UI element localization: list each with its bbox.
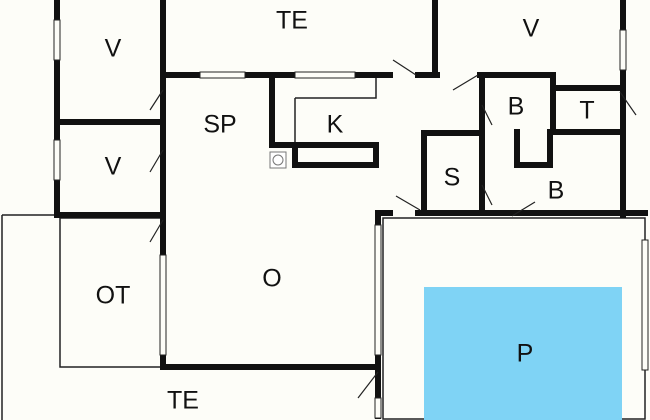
room-label-bedroom-top-left: V (105, 35, 122, 63)
doors (149, 59, 637, 399)
room-label-bedroom-top-right: V (523, 15, 540, 43)
windows (53, 19, 649, 419)
room-label-pool: P (517, 340, 534, 368)
stove-icon (269, 151, 287, 169)
room-label-dining: SP (203, 111, 236, 139)
room-label-bath-2: B (548, 177, 565, 205)
room-label-toilet: T (579, 97, 594, 125)
room-label-bedroom-mid-left: V (105, 153, 122, 181)
room-label-living: O (262, 265, 281, 293)
room-label-kitchen: K (327, 111, 344, 139)
room-label-sauna: S (444, 164, 461, 192)
room-label-terrace-top: TE (276, 7, 308, 35)
room-label-bath-1: B (508, 93, 525, 121)
room-label-utility: OT (96, 282, 131, 310)
room-label-terrace-bottom: TE (167, 387, 199, 415)
pool (424, 287, 622, 420)
